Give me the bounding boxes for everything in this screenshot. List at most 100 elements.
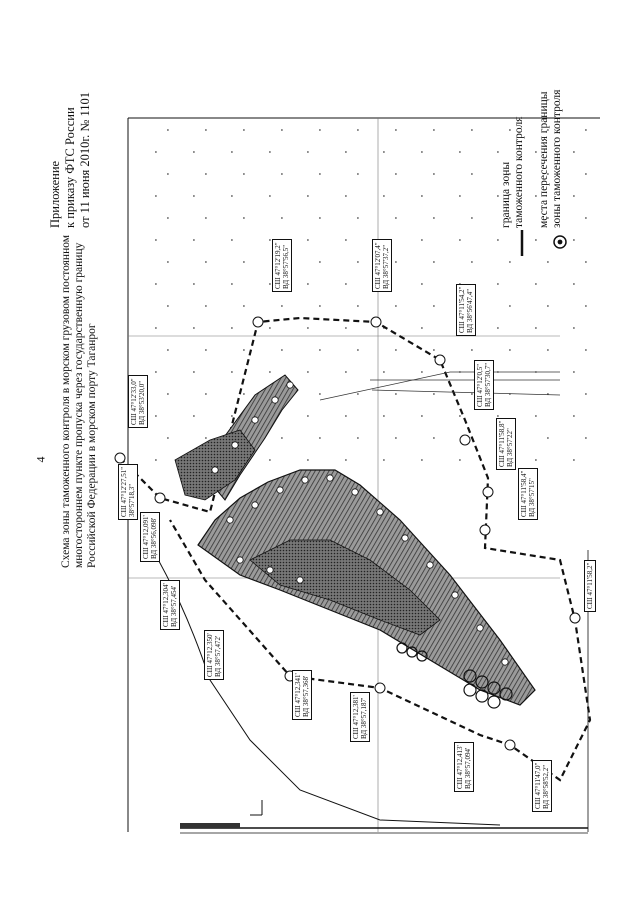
sea-depth-dot	[193, 415, 195, 417]
sea-depth-dot	[573, 415, 575, 417]
sea-depth-dot	[509, 217, 511, 219]
terminal-point-marker	[351, 488, 359, 496]
sea-depth-dot	[231, 195, 233, 197]
page-number: 4	[33, 456, 48, 463]
sea-depth-dot	[155, 283, 157, 285]
coordinate-box: СШ 47°11'58,8"ВД 38°57'22"	[496, 417, 516, 470]
sea-depth-dot	[433, 261, 435, 263]
sea-depth-dot	[497, 239, 499, 241]
sea-depth-dot	[319, 305, 321, 307]
terminal-point-marker	[286, 381, 294, 389]
coordinate-lat: СШ 47°12'19,2"	[274, 242, 282, 289]
coordinate-box: СШ 47°12'07,4"ВД 38°57'37,2"	[372, 239, 392, 292]
sea-depth-dot	[383, 459, 385, 461]
title-line-2: многостороннем пункте пропуска через гос…	[73, 242, 85, 568]
coordinate-lat: СШ 47°12'07,4"	[374, 242, 382, 289]
sea-depth-dot	[421, 283, 423, 285]
legend-boundary-line-1: граница зоны	[500, 161, 512, 228]
sea-depth-dot	[497, 195, 499, 197]
sea-depth-dot	[281, 173, 283, 175]
sea-depth-dot	[383, 371, 385, 373]
sea-depth-dot	[585, 393, 587, 395]
sea-depth-dot	[345, 371, 347, 373]
sea-depth-dot	[319, 437, 321, 439]
sea-depth-dot	[547, 349, 549, 351]
sea-depth-dot	[307, 371, 309, 373]
sea-depth-dot	[155, 415, 157, 417]
sea-depth-dot	[167, 217, 169, 219]
sea-depth-dot	[535, 415, 537, 417]
sea-depth-dot	[319, 261, 321, 263]
coordinate-lon: ВД 38°57,472'	[214, 635, 222, 677]
sea-depth-dot	[395, 217, 397, 219]
sea-depth-dot	[319, 217, 321, 219]
terminal-point-marker	[251, 416, 259, 424]
appendix-header: Приложение к приказу ФТС России от 11 ию…	[48, 92, 93, 228]
sea-depth-dot	[547, 173, 549, 175]
sea-depth-dot	[433, 217, 435, 219]
sea-depth-dot	[281, 305, 283, 307]
sea-depth-dot	[395, 129, 397, 131]
coordinate-lat: СШ 47°11'47,0"	[534, 762, 542, 809]
terminal-point-marker	[501, 658, 509, 666]
coordinate-lon: ВД 38°57,187'	[360, 697, 368, 739]
terminal-point-marker	[476, 624, 484, 632]
sea-depth-dot	[345, 415, 347, 417]
sea-depth-dot	[155, 195, 157, 197]
coordinate-lat: СШ 47°12,091'	[142, 515, 150, 559]
sea-depth-dot	[357, 129, 359, 131]
sea-depth-dot	[535, 239, 537, 241]
sea-depth-dot	[585, 173, 587, 175]
terminal-point-marker	[451, 591, 459, 599]
sea-depth-dot	[167, 261, 169, 263]
coordinate-box: СШ 47°12,091'ВД 38°56,098'	[140, 512, 160, 562]
sea-depth-dot	[281, 129, 283, 131]
coordinate-lon: ВД 38°57,094'	[464, 747, 472, 789]
port-inner-block	[249, 539, 441, 636]
sea-depth-dot	[345, 459, 347, 461]
coordinate-lon: ВД 38°57,368'	[302, 675, 310, 717]
sea-depth-dot	[319, 129, 321, 131]
sea-depth-dot	[509, 305, 511, 307]
sea-depth-dot	[319, 393, 321, 395]
sea-depth-dot	[269, 459, 271, 461]
legend-crossing-line-2: зоны таможенного контроля	[551, 89, 563, 228]
fairway-lines	[319, 371, 561, 401]
sea-depth-dot	[319, 349, 321, 351]
legend-crossing-line-1: места пересечения границы	[538, 91, 550, 228]
sea-depth-dot	[307, 415, 309, 417]
sea-depth-dot	[155, 371, 157, 373]
coast-line	[149, 544, 501, 826]
terminal-point-marker	[276, 486, 284, 494]
coordinate-lon: ВД 38°57,454'	[170, 585, 178, 627]
sea-depth-dot	[231, 151, 233, 153]
coordinate-lat: СШ 47°12,341'	[294, 673, 302, 717]
sea-depth-dot	[421, 371, 423, 373]
terminal-points	[211, 381, 509, 666]
sea-depth-dot	[155, 239, 157, 241]
coordinate-box: СШ 47°11'47,0"ВД 38°58'52,2"	[532, 759, 552, 812]
sea-depth-dot	[459, 151, 461, 153]
sea-depth-dot	[243, 217, 245, 219]
sea-depth-dot	[433, 393, 435, 395]
sea-depth-dot	[269, 195, 271, 197]
appendix-line-1: Приложение	[48, 160, 62, 228]
appendix-line-2: к приказу ФТС России	[63, 107, 77, 228]
sea-depth-dot	[433, 129, 435, 131]
terminal-point-marker	[226, 516, 234, 524]
coordinate-lon: ВД 38°57'56,5"	[282, 244, 290, 289]
sea-depth-dot	[193, 239, 195, 241]
sea-depth-dot	[319, 173, 321, 175]
sea-depth-dot	[269, 371, 271, 373]
sea-depth-dot	[573, 459, 575, 461]
sea-depth-dot	[433, 349, 435, 351]
sea-depth-dot	[307, 327, 309, 329]
scale-north	[250, 800, 263, 816]
legend-boundary-line-2: таможенного контроля	[513, 116, 525, 228]
sea-depth-dot	[357, 305, 359, 307]
sea-depth-dot	[433, 305, 435, 307]
sea-depth-dot	[459, 459, 461, 461]
sea-depth-dot	[395, 349, 397, 351]
sea-depth-dot	[205, 129, 207, 131]
